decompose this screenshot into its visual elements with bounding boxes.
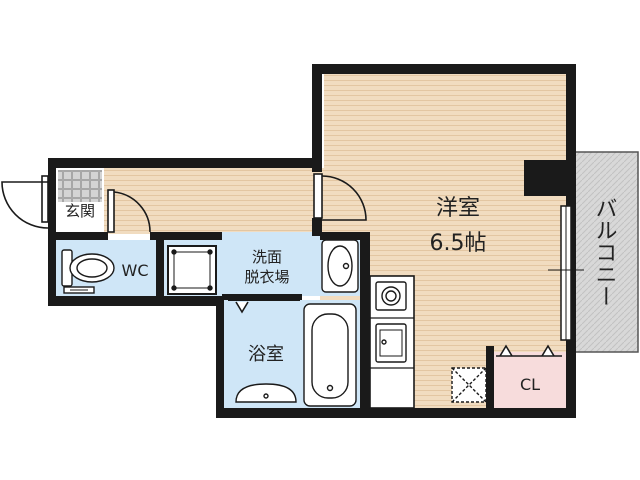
closet-label: CL	[520, 375, 540, 394]
washroom-label-line2: 脱衣場	[244, 268, 289, 286]
fridge-space	[451, 367, 487, 403]
fixtures	[61, 239, 487, 409]
corridor-door-entry	[107, 189, 151, 233]
kitchen-unit	[369, 275, 415, 409]
western-room-label: 洋室	[436, 196, 480, 221]
bathroom-label: 浴室	[248, 344, 284, 365]
bathtub-icon	[303, 303, 357, 407]
window-top	[322, 74, 324, 168]
closet-doors	[496, 344, 562, 357]
washroom-label-line1: 洗面	[252, 248, 282, 266]
labels: 洋室 6.5帖 バルコニー 玄関 WC 洗面 脱衣場 浴室 CL	[65, 196, 617, 394]
toilet-icon	[61, 249, 115, 294]
washing-machine-pan	[167, 245, 217, 295]
toilet-label: WC	[122, 261, 149, 280]
wash-basin-icon	[321, 239, 359, 293]
windows	[322, 74, 584, 341]
closet-floor	[492, 352, 566, 410]
entrance-door	[1, 175, 49, 229]
doors	[1, 173, 562, 357]
western-room-size: 6.5帖	[430, 231, 487, 256]
bath-door	[228, 299, 300, 314]
corridor-floor	[104, 166, 320, 234]
room-door	[313, 173, 367, 221]
entrance-label: 玄関	[65, 202, 95, 220]
balcony-floor	[569, 151, 639, 353]
bath-sink-icon	[235, 383, 297, 403]
entrance-tiles	[58, 170, 102, 202]
balcony-label: バルコニー	[592, 197, 617, 307]
